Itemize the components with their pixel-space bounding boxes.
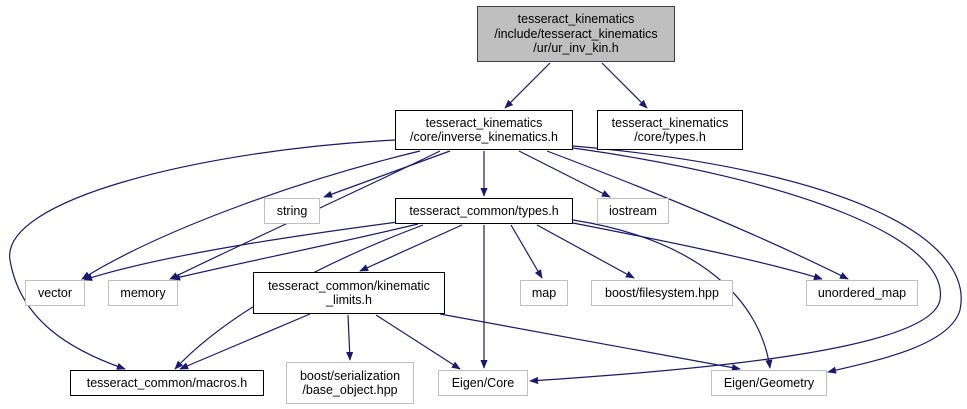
edge-invkin-to-eigencore xyxy=(529,147,941,385)
node-kintypes[interactable]: tesseract_kinematics /core/types.h xyxy=(597,110,743,150)
node-label: map xyxy=(531,285,557,300)
node-label: boost/serialization /base_object.hpp xyxy=(299,368,401,398)
node-kinlimits[interactable]: tesseract_common/kinematic _limits.h xyxy=(253,272,445,314)
edge-commontypes-to-map xyxy=(510,224,543,279)
node-label: tesseract_common/macros.h xyxy=(86,375,248,390)
node-memory: memory xyxy=(108,280,178,306)
edge-root-to-invkin xyxy=(504,62,551,109)
node-label: unordered_map xyxy=(817,285,907,300)
edge-commontypes-to-vector xyxy=(83,221,399,281)
node-serialization: boost/serialization /base_object.hpp xyxy=(286,362,414,404)
node-label: Eigen/Geometry xyxy=(723,375,815,390)
edge-invkin-to-iostream xyxy=(518,150,611,198)
node-label: string xyxy=(276,203,308,218)
edge-root-to-kintypes xyxy=(601,62,648,109)
edge-commontypes-to-memory xyxy=(171,223,419,281)
node-label: tesseract_kinematics /core/inverse_kinem… xyxy=(410,115,558,145)
node-label: tesseract_kinematics /include/tesseract_… xyxy=(494,12,658,56)
node-label: tesseract_common/types.h xyxy=(409,203,559,218)
node-label: Eigen/Core xyxy=(451,375,515,390)
node-unordered: unordered_map xyxy=(806,280,918,306)
node-map: map xyxy=(520,280,568,306)
node-string: string xyxy=(264,198,320,224)
node-invkin[interactable]: tesseract_kinematics /core/inverse_kinem… xyxy=(395,110,573,150)
node-filesystem: boost/filesystem.hpp xyxy=(591,280,733,306)
edge-invkin-to-macros xyxy=(9,139,396,370)
edge-kinlimits-to-macros xyxy=(179,313,311,370)
node-label: memory xyxy=(120,285,166,300)
node-label: tesseract_kinematics /core/types.h xyxy=(611,115,729,145)
edge-invkin-to-vector xyxy=(81,150,421,280)
edge-commontypes-to-eigengeom xyxy=(572,219,773,369)
edge-invkin-to-unordered xyxy=(546,150,849,280)
node-label: vector xyxy=(37,285,73,300)
edge-invkin-to-string xyxy=(323,150,451,198)
node-root: tesseract_kinematics /include/tesseract_… xyxy=(477,6,675,62)
node-label: boost/filesystem.hpp xyxy=(605,285,719,300)
edge-kinlimits-to-eigencore xyxy=(375,314,461,370)
edge-kinlimits-to-serialization xyxy=(346,314,354,361)
node-vector: vector xyxy=(25,280,85,306)
node-iostream: iostream xyxy=(597,198,669,224)
edge-commontypes-to-filesystem xyxy=(536,224,635,279)
edge-kinlimits-to-eigengeom xyxy=(439,313,741,372)
node-macros[interactable]: tesseract_common/macros.h xyxy=(70,370,264,396)
node-eigengeom: Eigen/Geometry xyxy=(711,370,827,396)
edge-invkin-to-eigengeom xyxy=(572,145,962,374)
node-commontypes[interactable]: tesseract_common/types.h xyxy=(395,198,573,224)
node-label: tesseract_common/kinematic _limits.h xyxy=(268,278,430,308)
edge-commontypes-to-kinlimits xyxy=(359,224,463,272)
edge-commontypes-to-unordered xyxy=(572,222,823,281)
node-label: iostream xyxy=(609,203,657,218)
node-eigencore: Eigen/Core xyxy=(438,370,528,396)
